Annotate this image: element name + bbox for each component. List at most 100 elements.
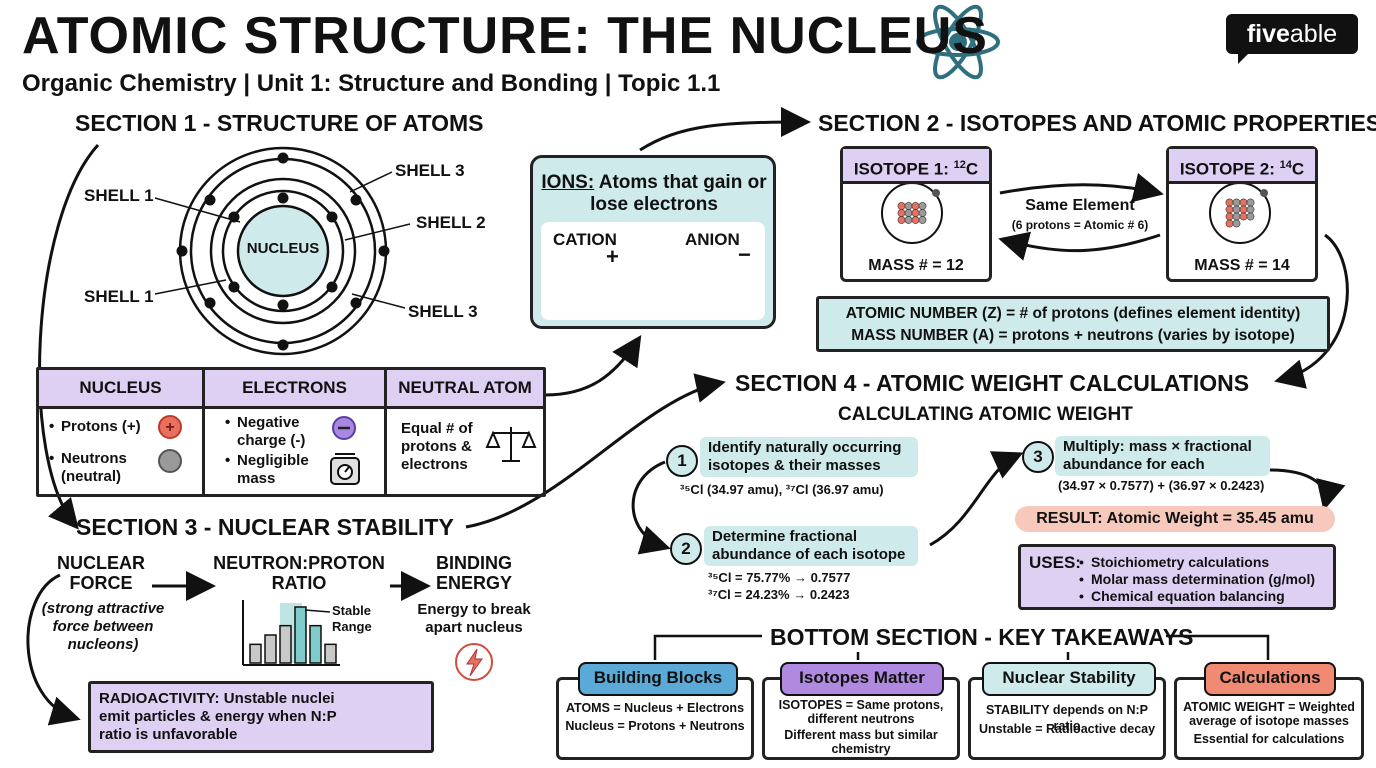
nuclear-force-label: NUCLEAR FORCE [57,553,145,593]
ions-diagram-panel [541,222,765,320]
step1-detail: ³⁵Cl (34.97 amu), ³⁷Cl (36.97 amu) [680,482,884,497]
ratio-bar [309,624,322,664]
same-element-label: Same Element [1025,197,1135,214]
takeaway-line: Nucleus = Protons + Neutrons [565,719,745,733]
step2-detail-2: ³⁷Cl = 24.23% → 0.2423 [708,587,850,602]
ions-title: IONS: [541,172,595,193]
cation-charge: + [606,244,619,269]
shell-label: SHELL 3 [395,161,465,180]
radioactivity-description: Unstable nuclei emit particles & energy … [99,690,337,743]
isotope2-header: ISOTOPE 2: 14C [1169,149,1315,184]
ratio-bar [279,624,292,664]
step1-text: Identify naturally occurring isotopes & … [700,437,918,477]
list-item: Stoichiometry calculations [1079,554,1329,571]
atom-components-table: NUCLEUS ELECTRONS NEUTRAL ATOM Protons (… [36,367,546,497]
electrons-list: Negative charge (-) Negligible mass [225,414,325,488]
shell-leader-lines [154,171,411,309]
radioactivity-box: RADIOACTIVITY: Unstable nuclei emit part… [88,681,434,753]
shell-label: SHELL 1 [84,287,154,306]
section3-title: SECTION 3 - NUCLEAR STABILITY [76,514,454,540]
radioactivity-text: RADIOACTIVITY: Unstable nuclei emit part… [99,690,369,744]
svg-text:+: + [165,419,174,436]
table-header-row [39,370,543,409]
section2-title: SECTION 2 - ISOTOPES AND ATOMIC PROPERTI… [818,110,1376,136]
electron-dots [176,152,390,351]
section4-subtitle: CALCULATING ATOMIC WEIGHT [838,404,1133,425]
atomic-number-definition: ATOMIC NUMBER (Z) = # of protons (define… [845,305,1301,322]
takeaway-connectors [653,634,1270,660]
neutron-proton-ratio-label: NEUTRON:PROTON RATIO [213,553,385,593]
ions-description: Atoms that gain or lose electrons [590,172,767,215]
binding-energy-note: Energy to break apart nucleus [417,601,531,636]
takeaway-line: STABILITY depends on N:P ratio [985,703,1149,733]
ions-box: IONS: Atoms that gain or lose electrons … [530,155,776,329]
table-header-nucleus: NUCLEUS [79,378,162,397]
takeaway-line: ATOMS = Nucleus + Electrons [565,701,745,715]
isotope2-element: C [1291,159,1305,179]
table-divider [384,370,387,494]
list-item: Molar mass determination (g/mol) [1079,571,1329,588]
isotope2-mass-superscript: 14 [1279,159,1292,171]
step2-text: Determine fractional abundance of each i… [704,526,918,566]
ratio-bar [324,643,337,664]
page-subtitle: Organic Chemistry | Unit 1: Structure an… [22,70,721,97]
result-badge: RESULT: Atomic Weight = 35.45 amu [1015,506,1335,532]
isotope1-mass: MASS # = 12 [868,257,964,274]
logo-main-text: five [1246,20,1290,48]
brand-logo[interactable]: fiveable [1226,14,1358,54]
logo-tail [1238,52,1250,64]
bottom-section-title: BOTTOM SECTION - KEY TAKEAWAYS [770,624,1194,650]
uses-title: USES: [1029,553,1081,572]
ratio-bar [264,634,277,664]
same-element-note: (6 protons = Atomic # 6) [1011,218,1149,232]
isotope2-card: ISOTOPE 2: 14C MASS # = 14 [1166,146,1318,282]
takeaway-line: Essential for calculations [1193,732,1345,746]
ions-heading: IONS: Atoms that gain or lose electrons [541,172,767,216]
neutron-particle [1232,219,1241,228]
ratio-bar [249,643,262,664]
nucleus-label: NUCLEUS [246,240,320,257]
weighing-scale-icon [330,453,360,485]
takeaway-line: ATOMIC WEIGHT = Weighted average of isot… [1183,700,1355,728]
atomic-definitions-box: ATOMIC NUMBER (Z) = # of protons (define… [816,296,1330,352]
ratio-chart [242,600,340,666]
atom-shell-diagram [178,146,388,356]
stable-range-label: Stable Range [332,603,372,634]
isotope1-label: ISOTOPE 1: [853,159,954,179]
isotope1-header: ISOTOPE 1: 12C [843,149,989,184]
table-header-electrons: ELECTRONS [242,378,347,397]
nucleus-list: Protons (+) Neutrons (neutral) [49,418,157,486]
table-header-neutral-atom: NEUTRAL ATOM [398,378,532,397]
step2-detail-1: ³⁵Cl = 75.77% → 0.7577 [708,570,851,585]
isotope2-nucleus-drawing [1209,182,1271,244]
proton-icon [158,415,182,439]
list-item: Neutrons (neutral) [49,450,157,486]
takeaway-heading: Calculations [1204,662,1336,696]
list-item: Negative charge (-) [225,414,325,450]
isotope2-label: ISOTOPE 2: [1179,159,1280,179]
isotope1-card: ISOTOPE 1: 12C MASS # = 12 [840,146,992,282]
page-title: ATOMIC STRUCTURE: THE NUCLEUS [22,7,988,65]
neutron-icon [158,449,182,473]
shell-label: SHELL 3 [408,302,478,321]
takeaway-line: ISOTOPES = Same protons, different neutr… [778,698,944,726]
isotope2-mass: MASS # = 14 [1194,257,1290,274]
anion-charge: − [738,242,751,267]
section4-title: SECTION 4 - ATOMIC WEIGHT CALCULATIONS [735,370,1250,396]
isotope1-mass-superscript: 12 [953,159,966,171]
list-item: Protons (+) [49,418,157,436]
list-item: Negligible mass [225,452,325,488]
neutron-particle [918,216,927,224]
step2-number: 2 [670,533,702,565]
neutron-particle [1246,212,1255,221]
takeaway-heading: Building Blocks [578,662,738,696]
isotope1-element: C [965,159,979,179]
takeaway-line: Different mass but similar chemistry [784,728,938,756]
cation-label: CATION [553,230,617,249]
takeaway-line: Unstable = Radioactive decay [978,722,1156,736]
takeaway-heading: Nuclear Stability [982,662,1156,696]
nuclear-force-note: (strong attractive force between nucleon… [41,600,165,653]
step3-number: 3 [1022,441,1054,473]
flow-arrows [26,107,1349,726]
shell-label: SHELL 1 [84,186,154,205]
